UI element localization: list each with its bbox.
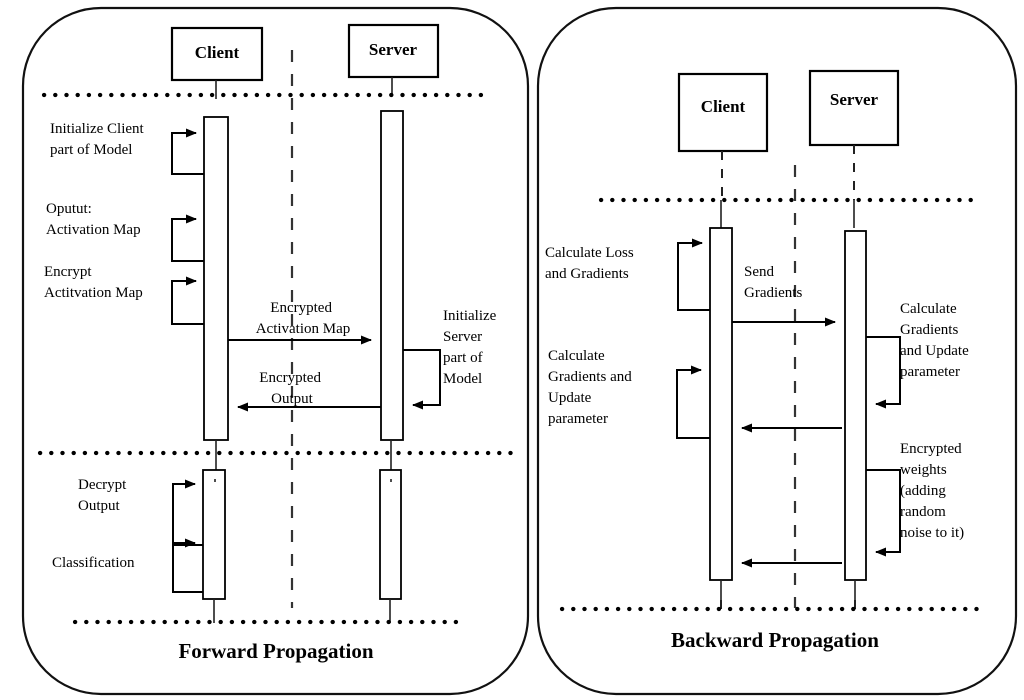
self-loop-classification bbox=[172, 538, 203, 593]
actor-label-server-forward: Server bbox=[369, 40, 418, 59]
activation-bar-client-forward-1 bbox=[203, 116, 229, 441]
activation-bar-server-forward-2 bbox=[379, 469, 402, 600]
actor-box-server-forward bbox=[347, 23, 440, 79]
phase-title-forward: Forward Propagation bbox=[178, 639, 373, 663]
self-message-decrypt-output: Decrypt Output bbox=[78, 477, 203, 546]
self-message-encrypted-weights-noise: Encrypted weights (adding random noise t… bbox=[866, 441, 965, 557]
self-message-label-calc-gradients-update-server: Calculate Gradients and Update parameter bbox=[900, 301, 972, 380]
self-message-calc-loss-gradients: Calculate Loss and Gradients bbox=[545, 238, 710, 311]
self-message-label-classification: Classification bbox=[52, 555, 135, 571]
self-message-output-activation: Oputut: Activation Map bbox=[46, 201, 204, 262]
actor-label-server-backward: Server bbox=[830, 90, 879, 109]
self-loop-calc-gradients-update-client bbox=[676, 365, 710, 439]
self-loop-init-server bbox=[403, 349, 441, 410]
self-loop-decrypt-output bbox=[172, 479, 203, 546]
self-message-label-encrypted-weights-noise: Encrypted weights (adding random noise t… bbox=[900, 441, 965, 541]
self-message-label-init-client: Initialize Client part of Model bbox=[50, 121, 147, 158]
self-message-label-encrypt-activation: Encrypt Actitvation Map bbox=[44, 264, 143, 301]
actor-box-server-backward bbox=[808, 69, 900, 147]
self-message-calc-gradients-update-client: Calculate Gradients and Update parameter bbox=[548, 348, 710, 439]
self-message-init-server: Initialize Server part of Model bbox=[403, 308, 500, 410]
activation-bar-server-forward-1 bbox=[380, 110, 404, 441]
message-label-encrypted-activation-map: Encrypted Activation Map bbox=[256, 300, 351, 337]
actor-box-client-forward bbox=[170, 26, 264, 82]
activation-bar-server-backward bbox=[844, 230, 867, 581]
phase-title-backward: Backward Propagation bbox=[671, 628, 879, 652]
self-loop-calc-gradients-update-server bbox=[866, 336, 901, 409]
message-encrypted-activation-map: Encrypted Activation Map bbox=[228, 300, 372, 345]
message-encrypted-output: Encrypted Output bbox=[237, 370, 381, 412]
self-loop-init-client bbox=[171, 128, 204, 175]
lifeline-head-client-backward: Client bbox=[677, 72, 769, 153]
panel-backward: Client Server Calculate bbox=[536, 6, 1018, 696]
self-message-label-init-server: Initialize Server part of Model bbox=[443, 308, 500, 387]
message-send-gradients: Send Gradients bbox=[732, 264, 836, 327]
activation-bar-client-forward-2 bbox=[202, 469, 226, 600]
panel-forward-border bbox=[21, 6, 530, 696]
activation-bar-client-backward bbox=[709, 227, 733, 581]
self-loop-encrypted-weights-noise bbox=[866, 469, 901, 557]
self-loop-encrypt-activation bbox=[171, 276, 204, 325]
self-loop-output-activation bbox=[171, 214, 204, 262]
self-loop-calc-loss-gradients bbox=[677, 238, 710, 311]
lifeline-head-server-backward: Server bbox=[808, 69, 900, 147]
panel-backward-border bbox=[536, 6, 1018, 696]
actor-label-client-forward: Client bbox=[195, 43, 240, 62]
lifeline-head-client-forward: Client bbox=[170, 26, 264, 82]
self-message-label-calc-loss-gradients: Calculate Loss and Gradients bbox=[545, 245, 637, 282]
self-message-encrypt-activation: Encrypt Actitvation Map bbox=[44, 264, 204, 325]
self-message-label-decrypt-output: Decrypt Output bbox=[78, 477, 130, 514]
message-label-send-gradients: Send Gradients bbox=[744, 264, 802, 301]
panel-forward: Client Server Initialize Client par bbox=[21, 6, 530, 696]
actor-label-client-backward: Client bbox=[701, 97, 746, 116]
self-message-label-output-activation: Oputut: Activation Map bbox=[46, 201, 141, 238]
message-label-encrypted-output: Encrypted Output bbox=[259, 370, 324, 407]
self-message-label-calc-gradients-update-client: Calculate Gradients and Update parameter bbox=[548, 348, 635, 427]
lifeline-head-server-forward: Server bbox=[347, 23, 440, 79]
self-message-classification: Classification bbox=[52, 538, 203, 593]
self-message-init-client: Initialize Client part of Model bbox=[50, 121, 204, 175]
self-message-calc-gradients-update-server: Calculate Gradients and Update parameter bbox=[866, 301, 972, 409]
